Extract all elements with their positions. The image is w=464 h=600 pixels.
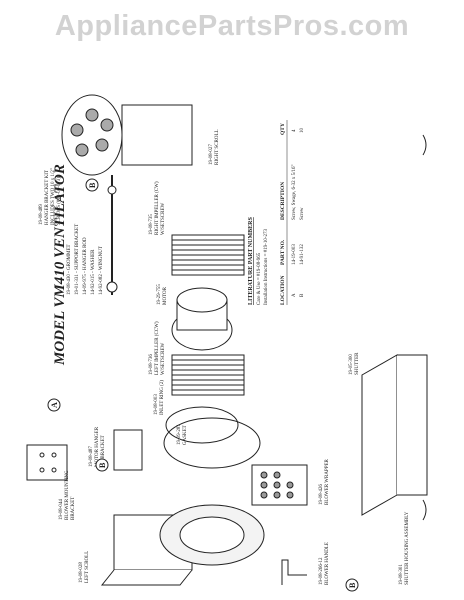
shutter-label: SHUTTER — [355, 352, 360, 375]
watermark: AppliancePartsPros.com — [54, 10, 410, 42]
hardware-item-3: 14-09-975 - HANGER ROD — [83, 237, 88, 295]
left-impeller-part — [171, 354, 245, 396]
left-scroll-label: LEFT SCROLL — [85, 551, 90, 583]
right-scroll-part — [61, 94, 193, 176]
hanger-kit-number: 19-08-489 — [39, 204, 44, 225]
blower-handle-part — [281, 559, 307, 585]
blower-wrapper-label: BLOWER WRAPPER — [325, 458, 330, 505]
blower-handle-label: BLOWER HANDLE — [325, 542, 330, 585]
right-impeller-number: 19-08-735 — [149, 214, 154, 235]
table-cell-r1-loc: A — [292, 293, 297, 297]
diagram-title: MODEL VM410 VENTILATOR — [52, 164, 68, 366]
margin-tick-top — [422, 134, 427, 156]
shutter-housing-label: SHUTTER HOUSING ASSEMBLY — [405, 511, 410, 585]
callout-b-circle-3 — [85, 178, 99, 192]
mounting-bracket-part — [26, 444, 68, 481]
parts-table: LOCATION PART NO. DESCRIPTION QTY A 14-1… — [280, 120, 305, 305]
motor-hanger-part — [113, 429, 143, 471]
callout-b-2: B — [348, 582, 357, 588]
motor-hanger-label-1: MOTOR HANGER — [95, 426, 100, 467]
hardware-item-5: 14-92-082 - WINGNUT — [99, 246, 104, 295]
table-header-location: LOCATION — [280, 275, 286, 305]
blower-wrapper-part — [251, 464, 308, 506]
blower-handle-number: 19-08-266-12 — [319, 557, 324, 585]
margin-tick-bottom — [422, 499, 427, 521]
motor-label: MOTOR — [163, 286, 168, 305]
gasket-number: 19-09-281 — [177, 424, 182, 445]
inlet-ring-part — [165, 406, 239, 444]
table-cell-r2-part: 14-91-132 — [300, 244, 305, 265]
mounting-bracket-label-2: BRACKET — [71, 497, 76, 520]
right-scroll-label: RIGHT SCROLL — [215, 129, 220, 165]
mounting-bracket-number: 19-08-044 — [59, 499, 64, 520]
callout-b-3: B — [88, 182, 97, 188]
left-impeller-label-1: LEFT IMPELLER (CCW) — [155, 321, 160, 375]
gasket-label: GASKET — [183, 425, 188, 445]
table-header-description: DESCRIPTION — [280, 182, 286, 220]
table-cell-r2-qty: 10 — [300, 128, 305, 134]
right-scroll-number: 19-08-027 — [209, 144, 214, 165]
inlet-ring-number: 19-08-003 — [154, 394, 159, 415]
callout-b-1: B — [98, 462, 107, 468]
motor-part — [171, 287, 233, 351]
literature-line-2: Installation Instructions = #19-10-273 — [264, 228, 269, 305]
grommet-part — [106, 281, 118, 293]
hardware-item-1: 19-08-430 - GROMMET — [67, 244, 72, 295]
table-cell-r2-loc: B — [300, 293, 305, 297]
callout-a: A — [50, 402, 59, 408]
gasket-part — [163, 417, 261, 469]
shutter-housing-part — [361, 354, 428, 516]
table-header-qty: QTY — [280, 123, 286, 135]
mounting-bracket-label-1: BLOWER MOUNTING — [65, 470, 70, 520]
literature-line-1: Care & Use = #19-08-965 — [257, 252, 262, 305]
table-cell-r1-qty: 4 — [292, 129, 297, 132]
hanger-kit-label-3: SCREWS (#14-01-073) — [57, 177, 62, 225]
right-impeller-label-1: RIGHT IMPELLER (CW) — [155, 181, 160, 235]
left-scroll-number: 19-08-028 — [79, 562, 84, 583]
left-impeller-label-2: W/SETSCREW — [161, 342, 166, 375]
washer-part — [107, 185, 117, 195]
left-impeller-number: 19-08-736 — [149, 354, 154, 375]
hardware-item-4: 14-92-015 - WASHER — [91, 249, 96, 295]
inlet-ring-label: INLET RING (2) — [160, 380, 165, 415]
table-cell-r2-desc: Screw — [300, 207, 305, 220]
table-cell-r1-part: 14-19-003 — [292, 244, 297, 265]
right-impeller-part — [171, 234, 245, 276]
callout-b-circle-1 — [95, 458, 109, 472]
motor-hanger-number: 19-08-487 — [89, 446, 94, 467]
table-cell-r1-desc: Screw, Swage, 6-32 x 5/16" — [292, 164, 297, 220]
callout-b-circle-2 — [345, 578, 359, 592]
hanger-kit-label-2: INCLUDES TWO 10 x 1/2" — [51, 168, 56, 225]
shutter-housing-number: 19-08-301 — [399, 564, 404, 585]
left-scroll-part — [100, 504, 265, 586]
shutter-number: 19-05-300 — [349, 354, 354, 375]
table-header-part-no: PART NO. — [280, 239, 286, 265]
right-impeller-label-2: W/SETSCREW — [161, 202, 166, 235]
blower-wrapper-number: 19-08-426 — [319, 484, 324, 505]
callout-a-circle — [47, 398, 61, 412]
literature-heading: LITERATURE PART NUMBERS — [248, 217, 254, 305]
motor-hanger-label-2: "L" BRACKET — [101, 435, 106, 467]
motor-number: 19-29-755 — [157, 284, 162, 305]
hanger-kit-label-1: HANGER BRACKET KIT — [45, 170, 50, 225]
hardware-item-2: 19-01-331 - SUPPORT BRACKET — [75, 224, 80, 295]
